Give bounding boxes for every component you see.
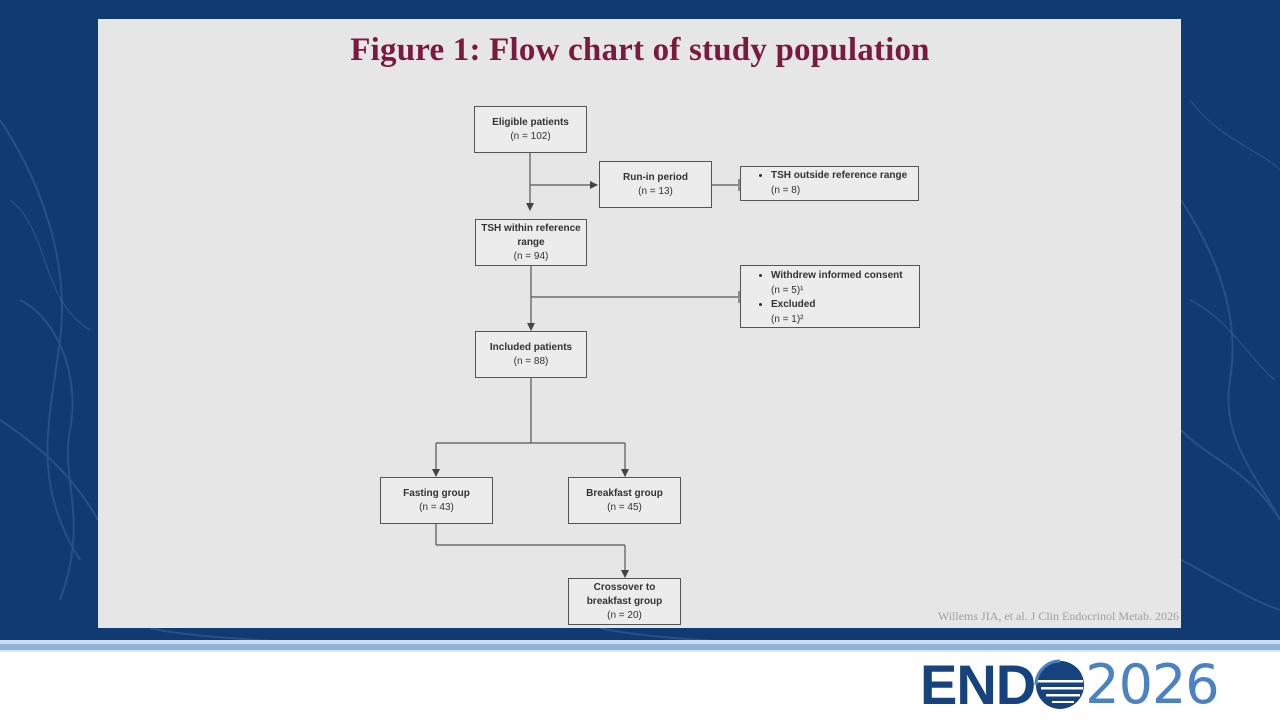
- run-in-count: (n = 13): [638, 185, 673, 197]
- tsh-within-label-2: range: [517, 236, 545, 248]
- eligible-count: (n = 102): [510, 130, 551, 142]
- withdrew-label: Withdrew informed consent: [771, 269, 913, 284]
- box-crossover: Crossover to breakfast group (n = 20): [568, 578, 681, 625]
- citation: Willems JIA, et al. J Clin Endocrinol Me…: [937, 609, 1179, 623]
- flowchart-connectors: [432, 152, 740, 578]
- globe-icon: [1034, 659, 1085, 709]
- tsh-within-count: (n = 94): [513, 250, 549, 262]
- box-exclusions: Withdrew informed consent (n = 5)¹ Exclu…: [740, 265, 920, 328]
- logo-brand-text: END: [920, 653, 1036, 716]
- included-label: Included patients: [489, 341, 573, 353]
- included-count: (n = 88): [513, 355, 549, 367]
- slide-panel: [98, 19, 1181, 628]
- box-fasting-group: Fasting group (n = 43): [380, 477, 493, 524]
- box-run-in-period: Run-in period (n = 13): [599, 161, 712, 208]
- footer-stripe-blue: [0, 644, 1280, 650]
- footer-stripe-light: [0, 640, 1280, 644]
- withdrew-count: (n = 5)¹: [771, 284, 804, 296]
- crossover-count: (n = 20): [607, 609, 642, 621]
- crossover-label-2: breakfast group: [586, 595, 663, 607]
- box-included-patients: Included patients (n = 88): [475, 331, 587, 378]
- excluded-count: (n = 1)²: [771, 313, 804, 325]
- endo-2026-logo: END 2026: [920, 653, 1220, 716]
- breakfast-count: (n = 45): [607, 501, 642, 513]
- crossover-label-1: Crossover to: [593, 581, 656, 593]
- tsh-outside-count: (n = 8): [771, 184, 801, 196]
- box-breakfast-group: Breakfast group (n = 45): [568, 477, 681, 524]
- run-in-label: Run-in period: [623, 171, 688, 183]
- box-eligible-patients: Eligible patients (n = 102): [474, 106, 587, 153]
- slide-title: Figure 1: Flow chart of study population: [350, 32, 930, 68]
- tsh-within-label-1: TSH within reference: [481, 222, 581, 234]
- box-tsh-outside: TSH outside reference range (n = 8): [740, 166, 919, 201]
- fasting-count: (n = 43): [419, 501, 454, 513]
- fasting-label: Fasting group: [403, 487, 470, 499]
- logo-year-text: 2026: [1085, 653, 1219, 716]
- footer-stripe-pale: [0, 650, 1280, 652]
- box-tsh-within: TSH within reference range (n = 94): [475, 219, 587, 266]
- breakfast-label: Breakfast group: [586, 487, 663, 499]
- tsh-outside-label: TSH outside reference range: [771, 169, 912, 184]
- eligible-label: Eligible patients: [492, 116, 569, 128]
- excluded-label: Excluded: [771, 298, 913, 313]
